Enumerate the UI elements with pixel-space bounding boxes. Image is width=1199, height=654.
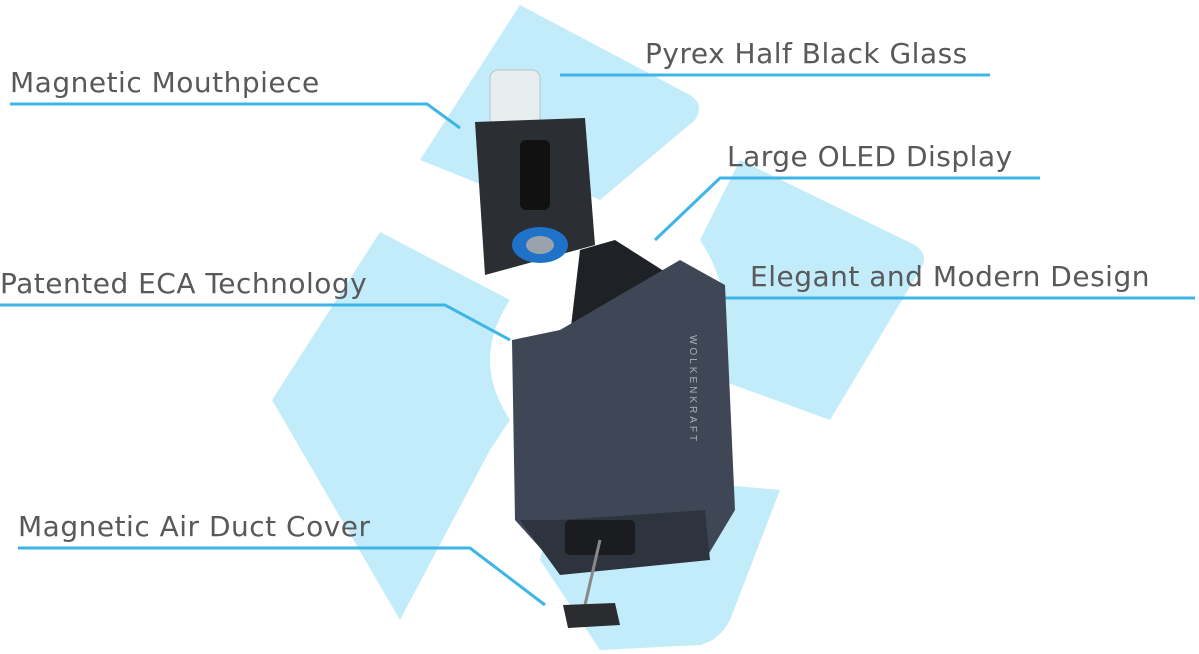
label-air-duct-cover: Magnetic Air Duct Cover — [18, 510, 371, 543]
mouthpiece-illustration — [475, 69, 595, 275]
leader-line-mouthpiece — [10, 102, 461, 130]
device-illustration — [512, 240, 735, 628]
leader-line-display — [653, 176, 1040, 242]
leader-lines — [0, 73, 1195, 607]
label-eca-technology: Patented ECA Technology — [0, 267, 368, 300]
brand-text: WOLKENKRAFT — [687, 335, 698, 444]
label-pyrex-glass: Pyrex Half Black Glass — [645, 37, 968, 70]
leader-line-eca — [0, 303, 511, 342]
leader-line-air-duct — [18, 546, 546, 607]
label-modern-design: Elegant and Modern Design — [750, 260, 1150, 293]
label-magnetic-mouthpiece: Magnetic Mouthpiece — [10, 66, 320, 99]
label-oled-display: Large OLED Display — [727, 140, 1013, 173]
